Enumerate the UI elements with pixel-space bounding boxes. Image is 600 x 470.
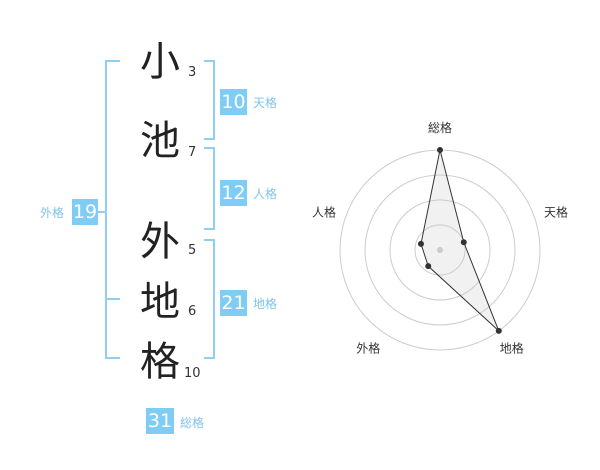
gaikaku-connector (97, 211, 105, 213)
jinkaku-bracket-bottom (204, 228, 215, 230)
gaikaku-label: 外格 (40, 206, 65, 220)
chikaku-label: 地格 (253, 297, 278, 311)
gaikaku-bracket-bottom (105, 357, 120, 359)
stroke-count-2: 7 (188, 145, 197, 160)
tenkaku-bracket-vertical (213, 60, 215, 140)
gaikaku-bracket-mid (105, 298, 120, 300)
jinkaku-bracket-vertical (213, 147, 215, 230)
radar-ring-3 (364, 174, 516, 326)
gaikaku-bracket-vertical (105, 60, 107, 359)
radar-point-4 (417, 240, 424, 247)
name-char-4: 地 (140, 279, 180, 325)
tenkaku-bracket-bottom (204, 138, 215, 140)
radar-ring-1 (414, 224, 466, 276)
radar-axis-label-1: 天格 (544, 204, 568, 219)
stroke-count-4: 6 (188, 304, 197, 319)
radar-axis-label-0: 総格 (428, 120, 452, 135)
soukaku-label: 総格 (180, 416, 205, 430)
jinkaku-bracket-top (204, 147, 215, 149)
soukaku-value: 31 (146, 408, 174, 434)
radar-point-2 (495, 327, 502, 334)
name-char-2: 池 (140, 118, 180, 164)
jinkaku-value: 12 (220, 180, 247, 206)
radar-center (437, 247, 443, 253)
gaikaku-bracket-top (105, 60, 120, 62)
chikaku-bracket-vertical (213, 239, 215, 359)
chikaku-bracket-top (204, 239, 215, 241)
name-char-1: 小 (140, 39, 180, 85)
gaikaku-value: 19 (72, 199, 98, 225)
radar-point-1 (460, 239, 467, 246)
radar-axis-label-4: 人格 (312, 204, 336, 219)
radar-axis-label-2: 地格 (500, 341, 524, 356)
chikaku-value: 21 (220, 290, 247, 316)
radar-ring-2 (389, 199, 491, 301)
radar-point-0 (437, 147, 443, 153)
radar-point-3 (425, 263, 432, 270)
jinkaku-label: 人格 (253, 187, 278, 201)
radar-polygon (420, 149, 500, 332)
tenkaku-value: 10 (220, 89, 247, 115)
chikaku-bracket-bottom (204, 357, 215, 359)
stroke-count-1: 3 (188, 65, 197, 80)
stroke-count-3: 5 (188, 243, 197, 258)
name-char-3: 外 (140, 219, 180, 265)
radar-axis-label-3: 外格 (356, 341, 380, 356)
tenkaku-label: 天格 (253, 96, 278, 110)
name-char-5: 格 (140, 339, 180, 385)
tenkaku-bracket-top (204, 60, 215, 62)
stroke-count-5: 10 (184, 366, 201, 381)
